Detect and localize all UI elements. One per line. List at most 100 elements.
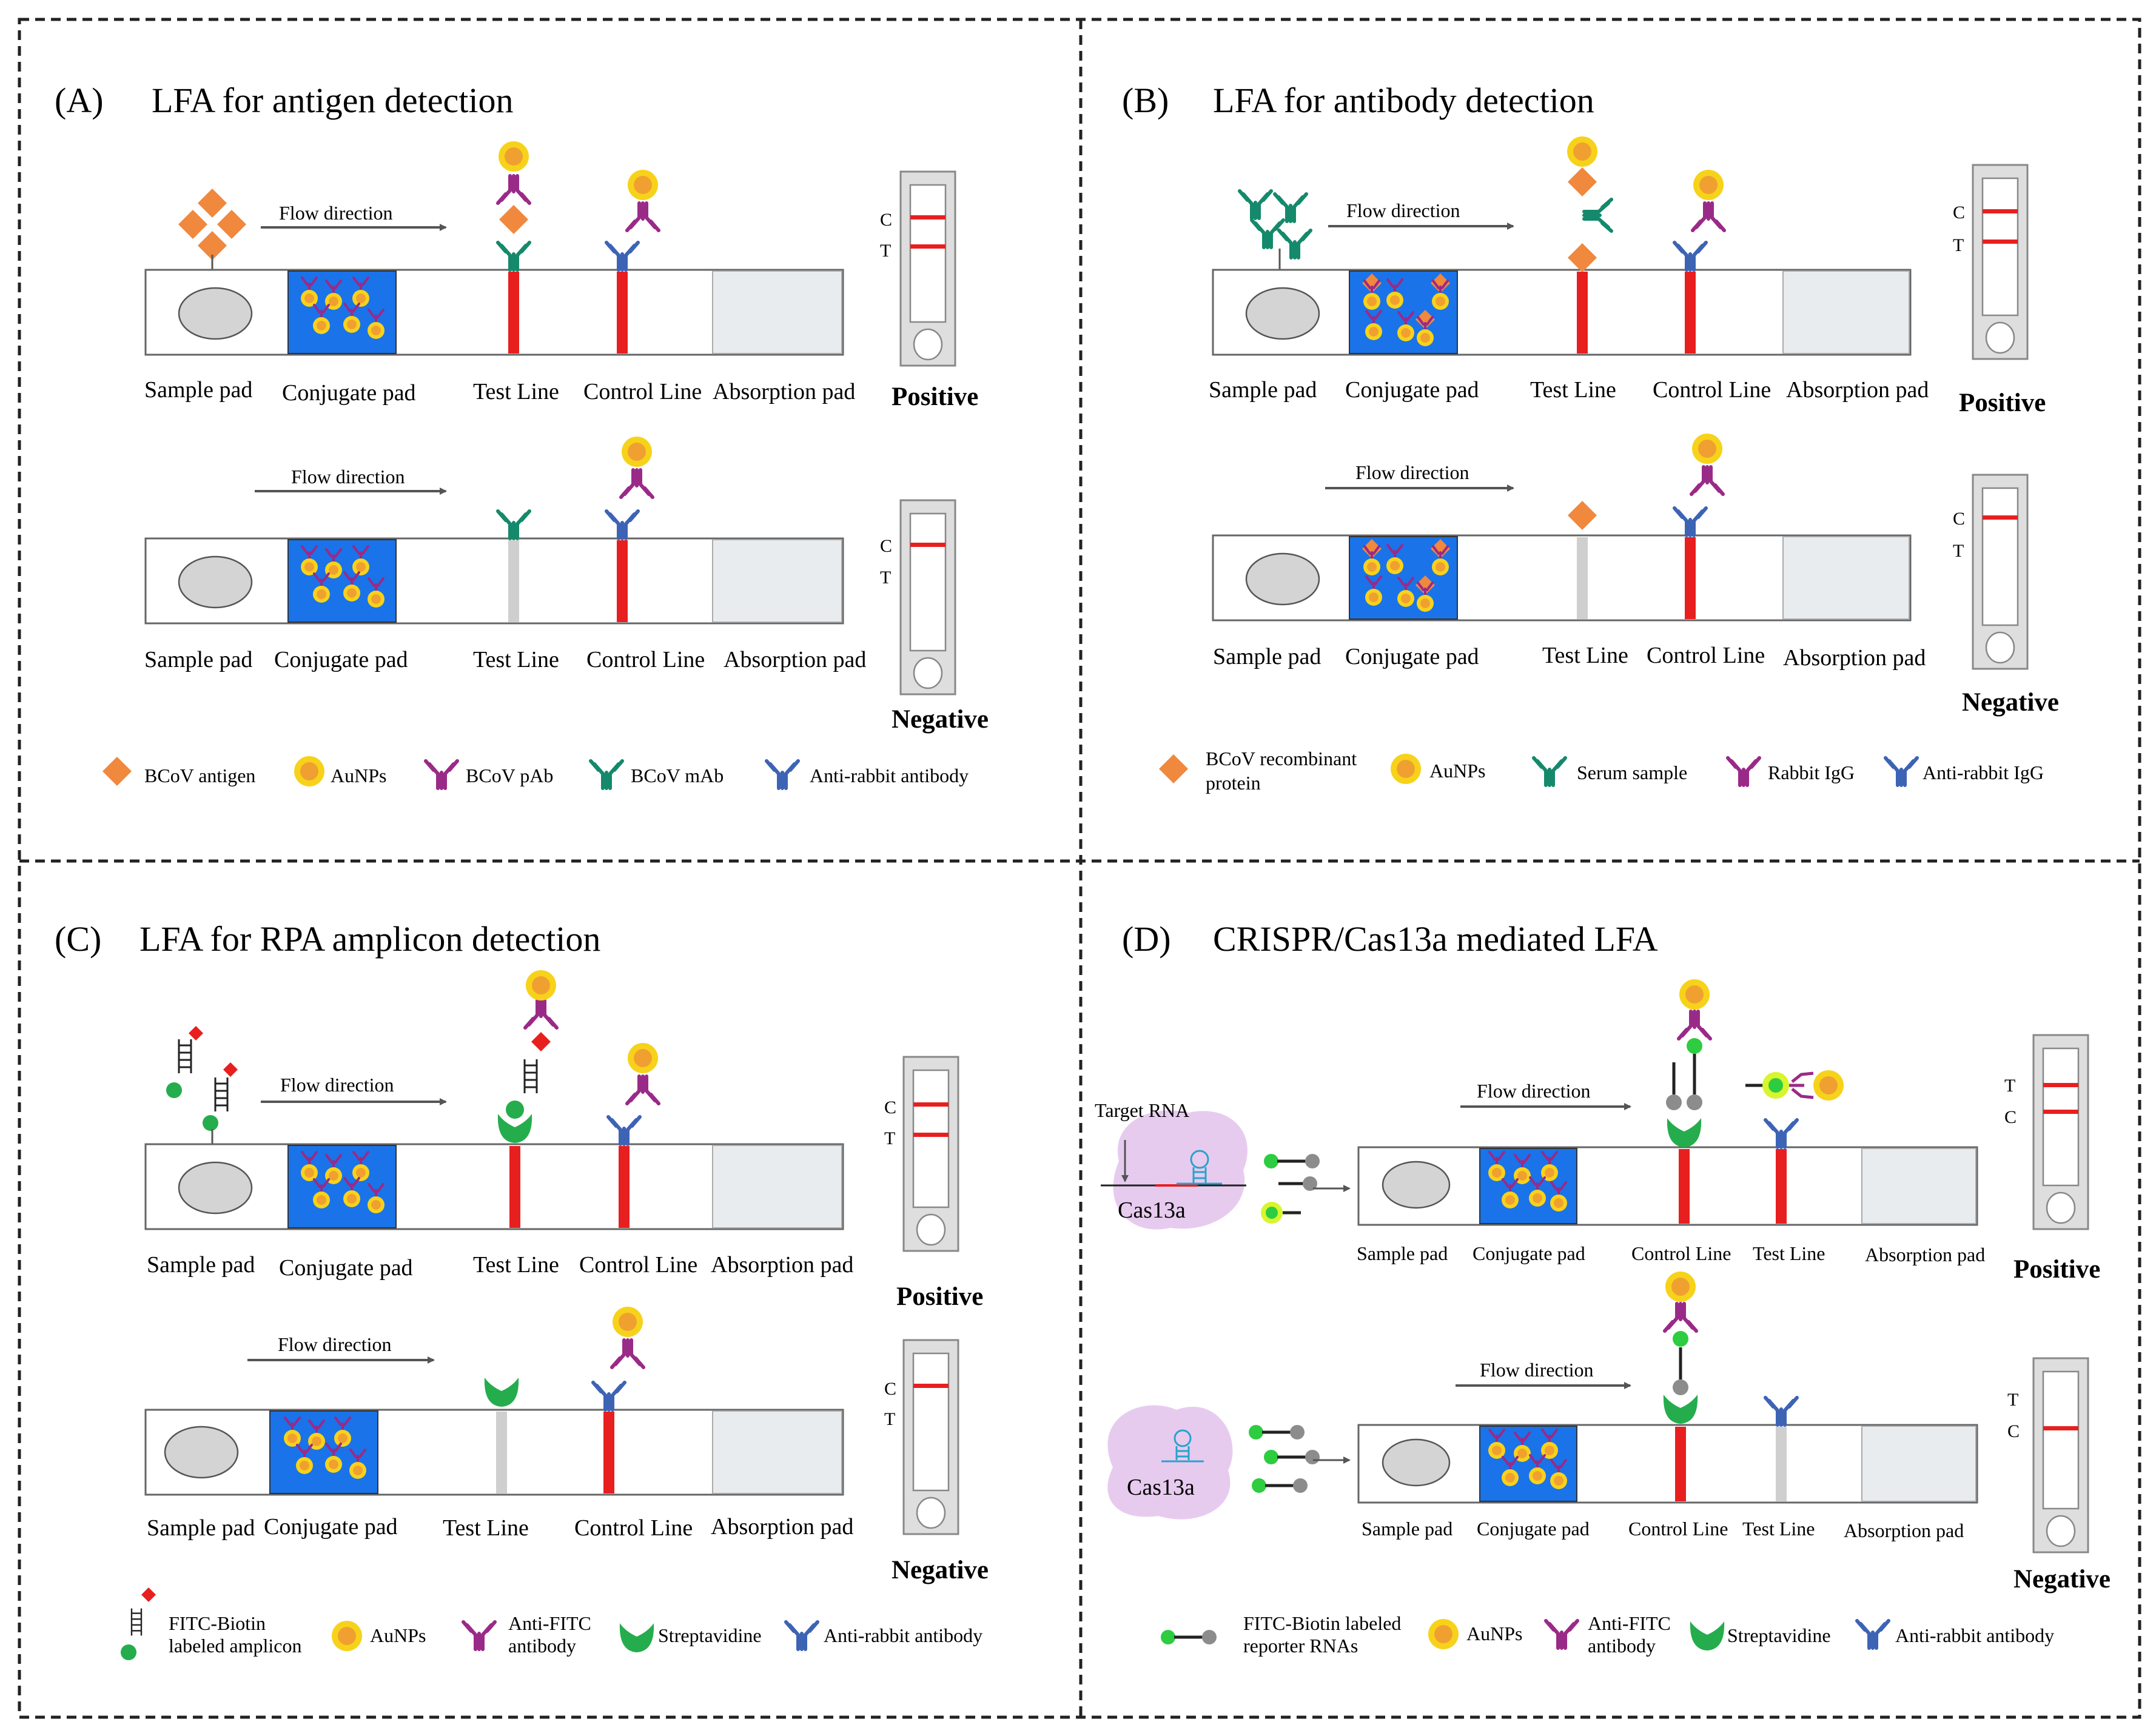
panel-b-positive-strip: Flow direction Sample pad Conj: [1209, 136, 2046, 417]
c-pos-result: Positive: [896, 1282, 983, 1311]
c-neg-test-line: [496, 1412, 507, 1493]
c-neg-flow-label: Flow direction: [278, 1333, 392, 1355]
d-legend-reporter-icon: [1161, 1630, 1217, 1644]
b-pos-pad-4: Control Line: [1653, 377, 1771, 403]
d-pos-test-line: [1776, 1149, 1787, 1224]
d-neg-cas13a-label: Cas13a: [1127, 1475, 1195, 1500]
b-neg-test-line: [1577, 537, 1588, 619]
a-legend-3: BCoV pAb: [466, 765, 553, 786]
a-pos-pad-1: Sample pad: [144, 377, 252, 403]
c-pos-test-line: [509, 1146, 520, 1228]
d-neg-control-line: [1675, 1427, 1686, 1501]
c-legend-4: Streptavidine: [658, 1624, 762, 1646]
d-pos-cas13a-label: Cas13a: [1118, 1198, 1186, 1223]
a-legend-2: AuNPs: [331, 765, 386, 786]
a-legend-pab-icon: [426, 761, 457, 788]
d-pos-pad-4: Test Line: [1753, 1242, 1825, 1264]
d-neg-pad-5: Absorption pad: [1844, 1520, 1964, 1541]
b-legend-1: BCoV recombinant: [1206, 748, 1357, 769]
d-pos-cassette: T C: [2004, 1034, 2089, 1230]
b-pos-pad-5: Absorption pad: [1786, 377, 1929, 403]
a-neg-flow-label: Flow direction: [291, 466, 405, 488]
panel-d-label: (D): [1122, 919, 1171, 959]
d-legend-streptavidin-icon: [1690, 1621, 1725, 1651]
a-pos-antigen-cluster: [178, 189, 246, 260]
b-legend-anti-rabbit-icon: [1886, 758, 1917, 785]
b-neg-flow-label: Flow direction: [1355, 461, 1469, 483]
c-pos-pad-4: Control Line: [579, 1252, 697, 1278]
a-neg-cassette: C T: [880, 499, 956, 695]
b-pos-test-line: [1577, 272, 1588, 354]
b-legend-rabbit-icon: [1728, 758, 1759, 785]
d-pos-cleaved-complex: [1745, 1070, 1844, 1101]
a-pos-c-mark: C: [880, 210, 892, 230]
d-neg-pad-3: Control Line: [1628, 1518, 1728, 1540]
d-legend-anti-fitc-icon: [1546, 1621, 1577, 1648]
c-pos-pad-1: Sample pad: [147, 1252, 255, 1278]
panel-c-title: LFA for RPA amplicon detection: [139, 919, 600, 959]
panel-a: (A) LFA for antigen detection Flow direc…: [55, 81, 989, 788]
b-pos-flow-label: Flow direction: [1346, 199, 1460, 221]
a-legend-4: BCoV mAb: [631, 765, 724, 786]
panel-d: (D) CRISPR/Cas13a mediated LFA Target RN…: [1095, 919, 2111, 1657]
d-pos-cas13a-complex: Target RNA Cas13a: [1095, 1099, 1248, 1230]
b-neg-cassette: C T: [1953, 474, 2029, 670]
b-neg-pad-1: Sample pad: [1213, 644, 1321, 669]
c-legend-3: Anti-FITC: [508, 1612, 591, 1634]
c-neg-result: Negative: [892, 1556, 989, 1584]
d-neg-pad-4: Test Line: [1742, 1518, 1815, 1540]
c-neg-c-mark: C: [884, 1379, 896, 1399]
panel-c-legend: FITC-Biotin labeled amplicon AuNPs Anti-…: [121, 1587, 982, 1660]
panel-b-negative-strip: Flow direction Sample pad Conjugate pad …: [1212, 434, 2059, 717]
c-pos-c-mark: C: [884, 1098, 896, 1118]
d-neg-c-mark: C: [2007, 1421, 2020, 1441]
c-pos-pad-2: Conjugate pad: [279, 1255, 413, 1281]
b-legend-3: Serum sample: [1577, 762, 1687, 783]
a-neg-result: Negative: [892, 705, 989, 734]
panel-a-label: (A): [55, 81, 104, 120]
a-pos-result: Positive: [892, 383, 978, 411]
a-legend-1: BCoV antigen: [144, 765, 255, 786]
panel-d-title: CRISPR/Cas13a mediated LFA: [1213, 919, 1658, 959]
d-neg-t-mark: T: [2007, 1390, 2018, 1410]
d-legend-5: Anti-rabbit antibody: [1895, 1624, 2054, 1646]
d-neg-pad-1: Sample pad: [1362, 1518, 1452, 1540]
b-legend-aunp-icon: [1391, 754, 1421, 784]
c-neg-pad-3: Test Line: [443, 1515, 529, 1541]
a-pos-pad-2: Conjugate pad: [282, 380, 416, 406]
b-legend-5: Anti-rabbit IgG: [1923, 762, 2044, 783]
c-legend-anti-rabbit-icon: [786, 1622, 818, 1649]
d-legend-1b: reporter RNAs: [1243, 1635, 1358, 1657]
c-legend-amplicon-icon: [121, 1587, 156, 1660]
c-legend-anti-fitc-icon: [463, 1622, 495, 1649]
c-legend-5: Anti-rabbit antibody: [824, 1624, 982, 1646]
b-pos-result: Positive: [1959, 389, 2046, 417]
b-pos-control-line: [1685, 272, 1696, 354]
d-pos-flow-label: Flow direction: [1477, 1080, 1591, 1102]
panel-a-legend: BCoV antigen AuNPs BCoV pAb BCoV mAb Ant…: [102, 756, 969, 788]
d-neg-flow-label: Flow direction: [1480, 1359, 1594, 1381]
b-legend-4: Rabbit IgG: [1768, 762, 1855, 783]
a-pos-pad-4: Control Line: [583, 379, 702, 404]
a-neg-pad-2: Conjugate pad: [274, 647, 408, 672]
b-neg-pad-5: Absorption pad: [1783, 645, 1926, 671]
d-pos-t-mark: T: [2004, 1076, 2015, 1096]
panel-c-negative-strip: Flow direction Sample pad Conjugate pad …: [144, 1307, 989, 1584]
d-legend-anti-rabbit-icon: [1857, 1621, 1889, 1648]
panel-b-title: LFA for antibody detection: [1213, 81, 1594, 120]
panel-d-positive-strip: Target RNA Cas13a Flow direction: [1095, 979, 2100, 1284]
panel-a-positive-strip: Flow direction Sample pad Conjugate pad …: [144, 141, 978, 411]
d-legend-1: FITC-Biotin labeled: [1243, 1612, 1401, 1634]
b-neg-control-line: [1685, 537, 1696, 619]
c-neg-pad-4: Control Line: [574, 1515, 693, 1541]
b-neg-pad-4: Control Line: [1647, 643, 1765, 668]
d-pos-result: Positive: [2013, 1255, 2100, 1284]
c-neg-pad-5: Absorption pad: [711, 1514, 853, 1540]
a-neg-t-mark: T: [880, 568, 891, 588]
b-pos-pad-3: Test Line: [1530, 377, 1616, 403]
b-neg-pad-2: Conjugate pad: [1345, 644, 1479, 669]
c-legend-3b: antibody: [508, 1635, 576, 1657]
d-legend-4: Streptavidine: [1727, 1624, 1831, 1646]
d-neg-result: Negative: [2013, 1565, 2111, 1594]
